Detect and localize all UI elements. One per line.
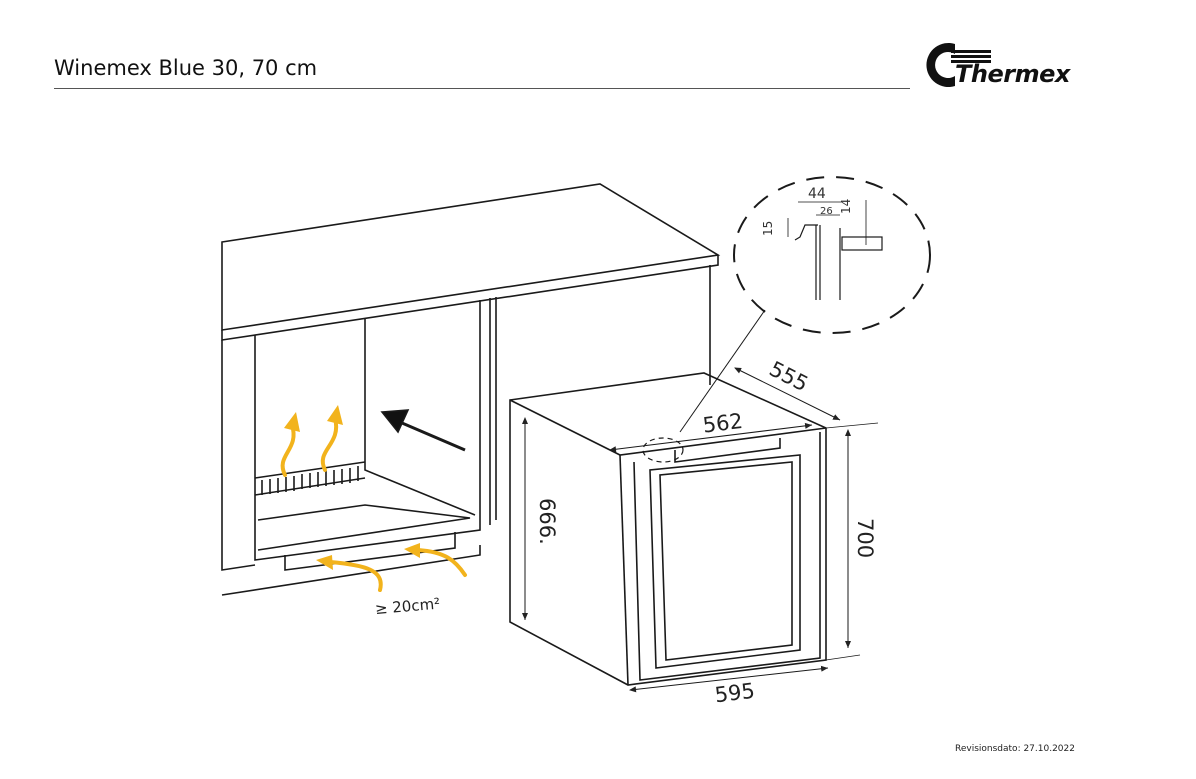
header-divider xyxy=(54,88,910,89)
page-title: Winemex Blue 30, 70 cm xyxy=(54,56,318,80)
detail-dim-15: 15 xyxy=(761,221,775,236)
dim-inner-height: 666. xyxy=(535,498,559,545)
revision-date: Revisionsdato: 27.10.2022 xyxy=(955,744,1075,754)
logo-mark-icon xyxy=(926,43,991,87)
dim-width: 595 xyxy=(713,679,756,708)
thermex-logo: Thermex xyxy=(925,38,1075,92)
dim-depth: 555 xyxy=(765,357,812,397)
dim-inner-width: 562 xyxy=(701,409,744,438)
ventilation-label: ≥ 20cm² xyxy=(374,595,441,619)
dim-height: 700 xyxy=(853,518,877,558)
logo-text: Thermex xyxy=(955,60,1070,88)
airflow-arrows xyxy=(280,416,467,592)
cabinet-drawing xyxy=(221,176,931,693)
detail-dim-44: 44 xyxy=(808,186,826,202)
detail-dim-26: 26 xyxy=(820,206,833,217)
detail-dim-14: 14 xyxy=(839,199,853,214)
